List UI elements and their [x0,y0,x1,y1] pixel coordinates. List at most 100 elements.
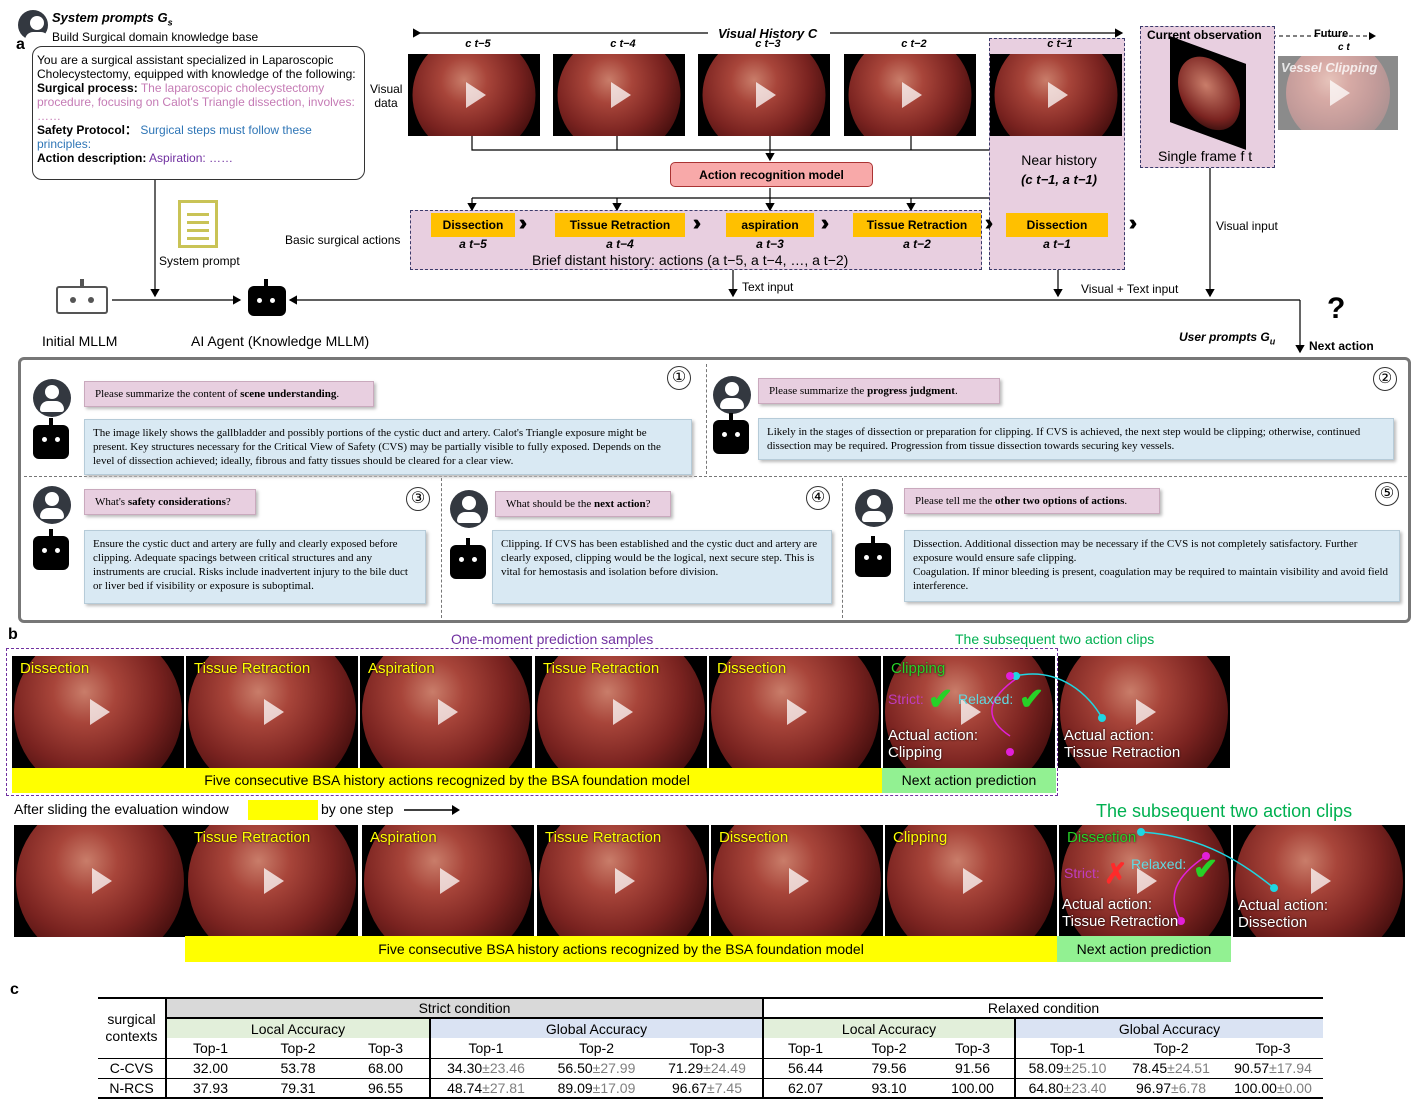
five-bar-2: Five consecutive BSA history actions rec… [185,936,1057,962]
sample-frame [360,656,532,768]
frame-label: c t−5 [465,38,491,50]
agent-answer: Clipping. If CVS has been established an… [492,530,832,604]
action-box: Dissection [431,213,515,237]
table-cell: 32.00 [165,1058,254,1078]
table-cell: 48.74±27.81 [429,1078,541,1098]
table-cell: 71.29±24.49 [652,1058,763,1078]
sample-frame [1233,825,1405,937]
table-cell: 64.80±23.40 [1014,1078,1119,1098]
contexts-header: surgical contexts [105,1011,158,1045]
question-keyword: other two options of actions [995,495,1125,507]
cell-mean: 58.09 [1028,1060,1064,1076]
cell-std: ±27.99 [592,1060,636,1076]
initial-mllm-label: Initial MLLM [42,333,118,349]
action-sub: a t−4 [606,237,634,251]
frame-label: c t−1 [1047,38,1073,50]
step-number: ③ [406,487,430,511]
user-avatar-icon [33,379,71,417]
top-header: Top-3 [954,1039,991,1056]
agent-answer: Ensure the cystic duct and artery are fu… [84,530,426,604]
user-avatar-icon [855,489,893,527]
cell-mean: 64.80 [1028,1079,1064,1096]
table-cell: 90.57±17.94 [1223,1058,1323,1078]
slide-text-pre: After sliding the evaluation window [14,801,229,817]
five-bar-1: Five consecutive BSA history actions rec… [12,768,882,793]
play-icon [1136,699,1156,725]
robot-icon [713,413,749,454]
question-keyword: progress judgment [867,385,955,397]
user-question: Please tell me the other two options of … [904,488,1160,514]
table-cell: 56.50±27.99 [541,1058,652,1078]
action-label: Clipping [893,829,948,846]
play-icon [264,868,284,894]
actual-action-2: Actual action: Tissue Retraction [1064,727,1181,761]
future-sub: c t [1338,42,1350,53]
sample-frame [12,656,184,768]
action-label: Aspiration [368,660,435,677]
sample-frame [186,656,358,768]
user-avatar-icon [33,486,71,524]
sample-frame [537,825,709,937]
play-icon [1048,82,1068,108]
cell-std: ±27.81 [482,1079,525,1096]
relaxed-header: Relaxed condition [762,998,1323,1018]
history-frame [553,54,685,136]
text-input-label: Text input [742,280,794,294]
action-label: Dissection [719,829,789,846]
top-header: Top-1 [429,1038,541,1058]
system-action: Action description: Aspiration: …… [37,151,234,165]
system-prompts-title: System prompts Gs [52,10,173,28]
prediction-links-2 [1137,828,1278,925]
table-cell: 56.44 [762,1058,847,1078]
table-cell: 96.67±7.45 [652,1078,763,1098]
slide-text-post: by one step [321,801,394,817]
cell-mean: 100.00 [1234,1079,1277,1096]
agent-answer: The image likely shows the gallbladder a… [84,419,692,475]
subsequent-title-1: The subsequent two action clips [955,631,1155,647]
top-header: Top-3 [1255,1039,1291,1056]
table-cell: 89.09±17.09 [541,1078,652,1098]
visual-history-title: Visual History C [718,26,818,41]
actual-action-3: Actual action: Tissue Retraction [1062,896,1179,930]
action-box: Tissue Retraction [853,213,981,237]
sample-frame [1058,656,1230,768]
cell-mean: 71.29 [668,1060,704,1076]
agent-answer: Likely in the stages of dissection or pr… [758,418,1394,460]
results-table: surgical contexts Strict condition Relax… [98,997,1323,1099]
play-icon [615,868,635,894]
history-frame [844,54,976,136]
table-cell: 79.56 [871,1060,907,1076]
top-header: Top-2 [578,1039,615,1056]
history-frame [990,54,1122,136]
action-box: Tissue Retraction [555,213,685,237]
relaxed-label-1: Relaxed: [958,691,1014,707]
action-label: Aspiration [370,829,437,846]
user-question: Please summarize the progress judgment. [758,378,1000,404]
relaxed-global-header: Global Accuracy [1014,1018,1323,1038]
panel-label-b: b [8,626,18,643]
cell-mean: 90.57 [1234,1060,1270,1076]
table-cell: 96.97±6.78 [1119,1078,1223,1098]
cell-std: ±6.78 [1171,1079,1206,1096]
actual-action-4: Actual action: Dissection [1238,897,1329,931]
cell-mean: 56.50 [557,1060,593,1076]
cell-std: ±23.46 [482,1060,525,1076]
system-prompt-box: You are a surgical assistant specialized… [32,46,365,180]
question-text: Please summarize the content of [95,388,241,400]
action-label: Tissue Retraction [194,660,311,677]
cell-mean: 48.74 [447,1079,483,1096]
next-action-label: Next action [1309,339,1374,353]
question-end: . [954,385,958,397]
dialog-divider-v3 [842,478,843,618]
visual-text-input-label: Visual + Text input [1081,282,1179,296]
play-icon [1137,868,1157,894]
strict-label-1: Strict: [888,691,924,707]
check-icon-1b: ✔ [1019,683,1045,716]
table-cell: 78.45±24.51 [1119,1058,1223,1078]
history-frame [698,54,830,136]
relaxed-label-2: Relaxed: [1131,856,1187,872]
question-end: . [1124,495,1128,507]
top-header: Top-2 [871,1039,907,1056]
user-question: What should be the next action? [495,491,671,517]
